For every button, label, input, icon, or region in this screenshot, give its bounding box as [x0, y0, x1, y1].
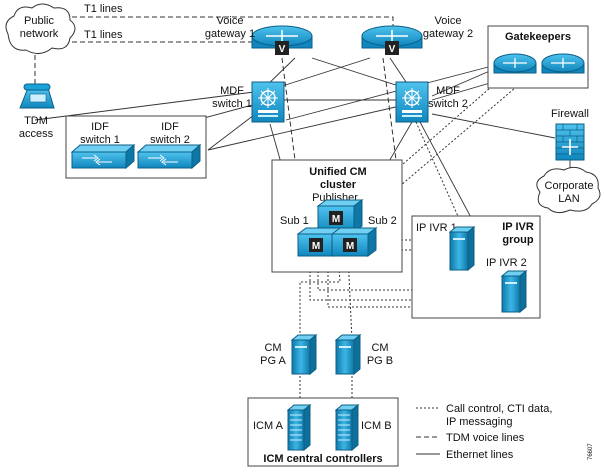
idf-switch-2-icon — [136, 143, 202, 170]
sub-2-label: Sub 2 — [368, 215, 397, 227]
ip-ivr-2-server-icon — [500, 269, 528, 314]
tdm-phone-icon — [19, 83, 55, 109]
voice-gateway-1-icon: V — [251, 25, 313, 55]
gatekeepers-label: Gatekeepers — [505, 31, 571, 43]
mdf-switch-1-icon — [251, 81, 285, 123]
icm-a-server-icon — [286, 403, 312, 452]
legend-dashed-label: TDM voice lines — [446, 432, 525, 444]
publisher-server-icon: M — [316, 199, 364, 233]
mdf-switch-2-icon — [395, 81, 429, 123]
t1-lines-label-bottom: T1 lines — [84, 29, 123, 41]
svg-text:V: V — [279, 44, 286, 55]
gatekeeper-router-2-icon — [541, 53, 585, 74]
legend: Call control, CTI data,IP messaging TDM … — [416, 403, 552, 461]
svg-text:M: M — [346, 241, 354, 252]
icm-b-label: ICM B — [361, 420, 392, 432]
firewall-label: Firewall — [551, 108, 589, 120]
svg-text:M: M — [312, 241, 320, 252]
ip-ivr-1-server-icon — [448, 225, 476, 272]
firewall-icon — [555, 123, 585, 161]
legend-dotted-label: Call control, CTI data,IP messaging — [446, 403, 552, 428]
idf-switch-1-icon — [70, 143, 136, 170]
svg-text:M: M — [332, 214, 340, 225]
ip-ivr-2-label: IP IVR 2 — [486, 257, 527, 269]
figure-id: 76607 — [588, 443, 594, 460]
gatekeeper-router-1-icon — [493, 53, 537, 74]
cm-pg-a-server-icon — [290, 333, 318, 376]
voice-gateway-2-icon: V — [361, 25, 423, 55]
icm-b-server-icon — [334, 403, 360, 452]
tdm-voice-lines — [34, 16, 397, 161]
sub-1-label: Sub 1 — [280, 215, 309, 227]
sub-2-server-icon: M — [330, 227, 378, 257]
icm-central-controllers-box — [247, 397, 399, 467]
t1-lines-label-top: T1 lines — [84, 3, 123, 15]
svg-text:V: V — [389, 44, 396, 55]
legend-solid-label: Ethernet lines — [446, 449, 514, 461]
ip-ivr-1-label: IP IVR 1 — [416, 222, 457, 234]
icm-central-controllers-label: ICM central controllers — [263, 453, 382, 465]
icm-a-label: ICM A — [253, 420, 284, 432]
cm-pg-b-server-icon — [334, 333, 362, 376]
